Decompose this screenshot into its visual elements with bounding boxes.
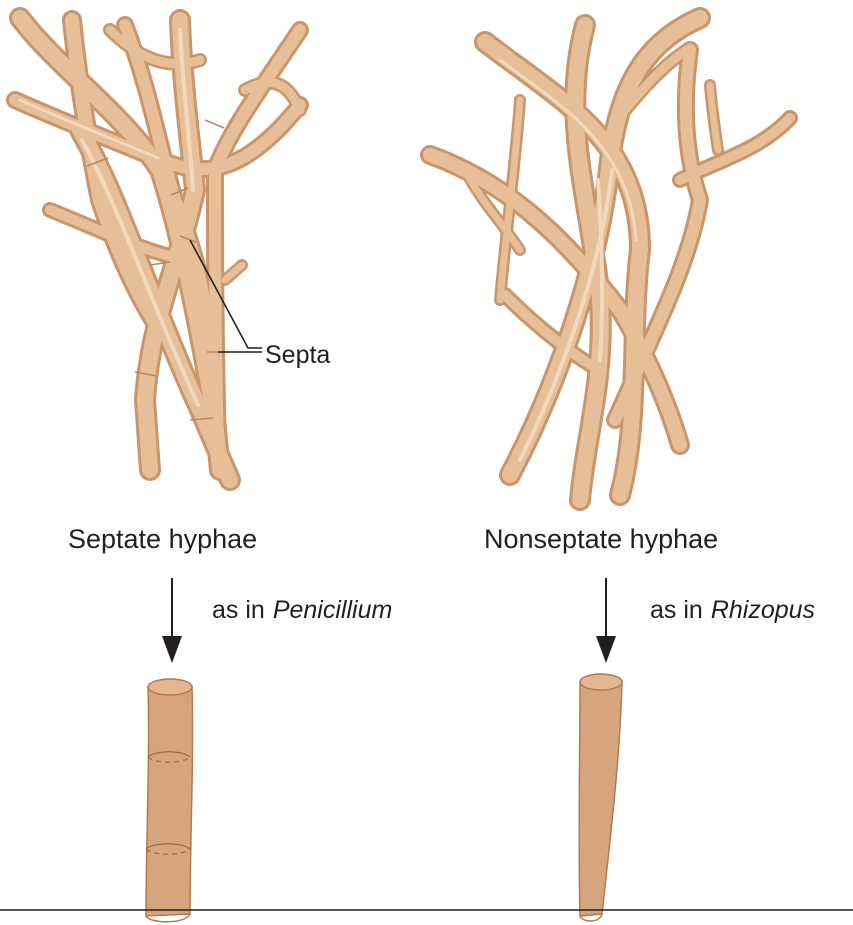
left-down-arrow <box>162 578 182 663</box>
penicillium-prefix: as in <box>212 596 265 624</box>
septate-caption: Septate hyphae <box>68 524 257 554</box>
right-down-arrow <box>596 578 616 663</box>
nonseptate-caption: Nonseptate hyphae <box>484 524 718 554</box>
rhizopus-example: as in Rhizopus <box>650 596 815 624</box>
penicillium-genus: Penicillium <box>273 596 392 624</box>
septate-hyphae-network <box>15 18 300 480</box>
nonseptate-hyphae-network <box>430 18 790 500</box>
septa-label: Septa <box>265 341 330 369</box>
penicillium-example: as in Penicillium <box>212 596 392 624</box>
septate-hypha-segment <box>146 679 193 922</box>
rhizopus-genus: Rhizopus <box>711 596 815 624</box>
nonseptate-hypha-segment <box>579 674 622 921</box>
rhizopus-prefix: as in <box>650 596 703 624</box>
